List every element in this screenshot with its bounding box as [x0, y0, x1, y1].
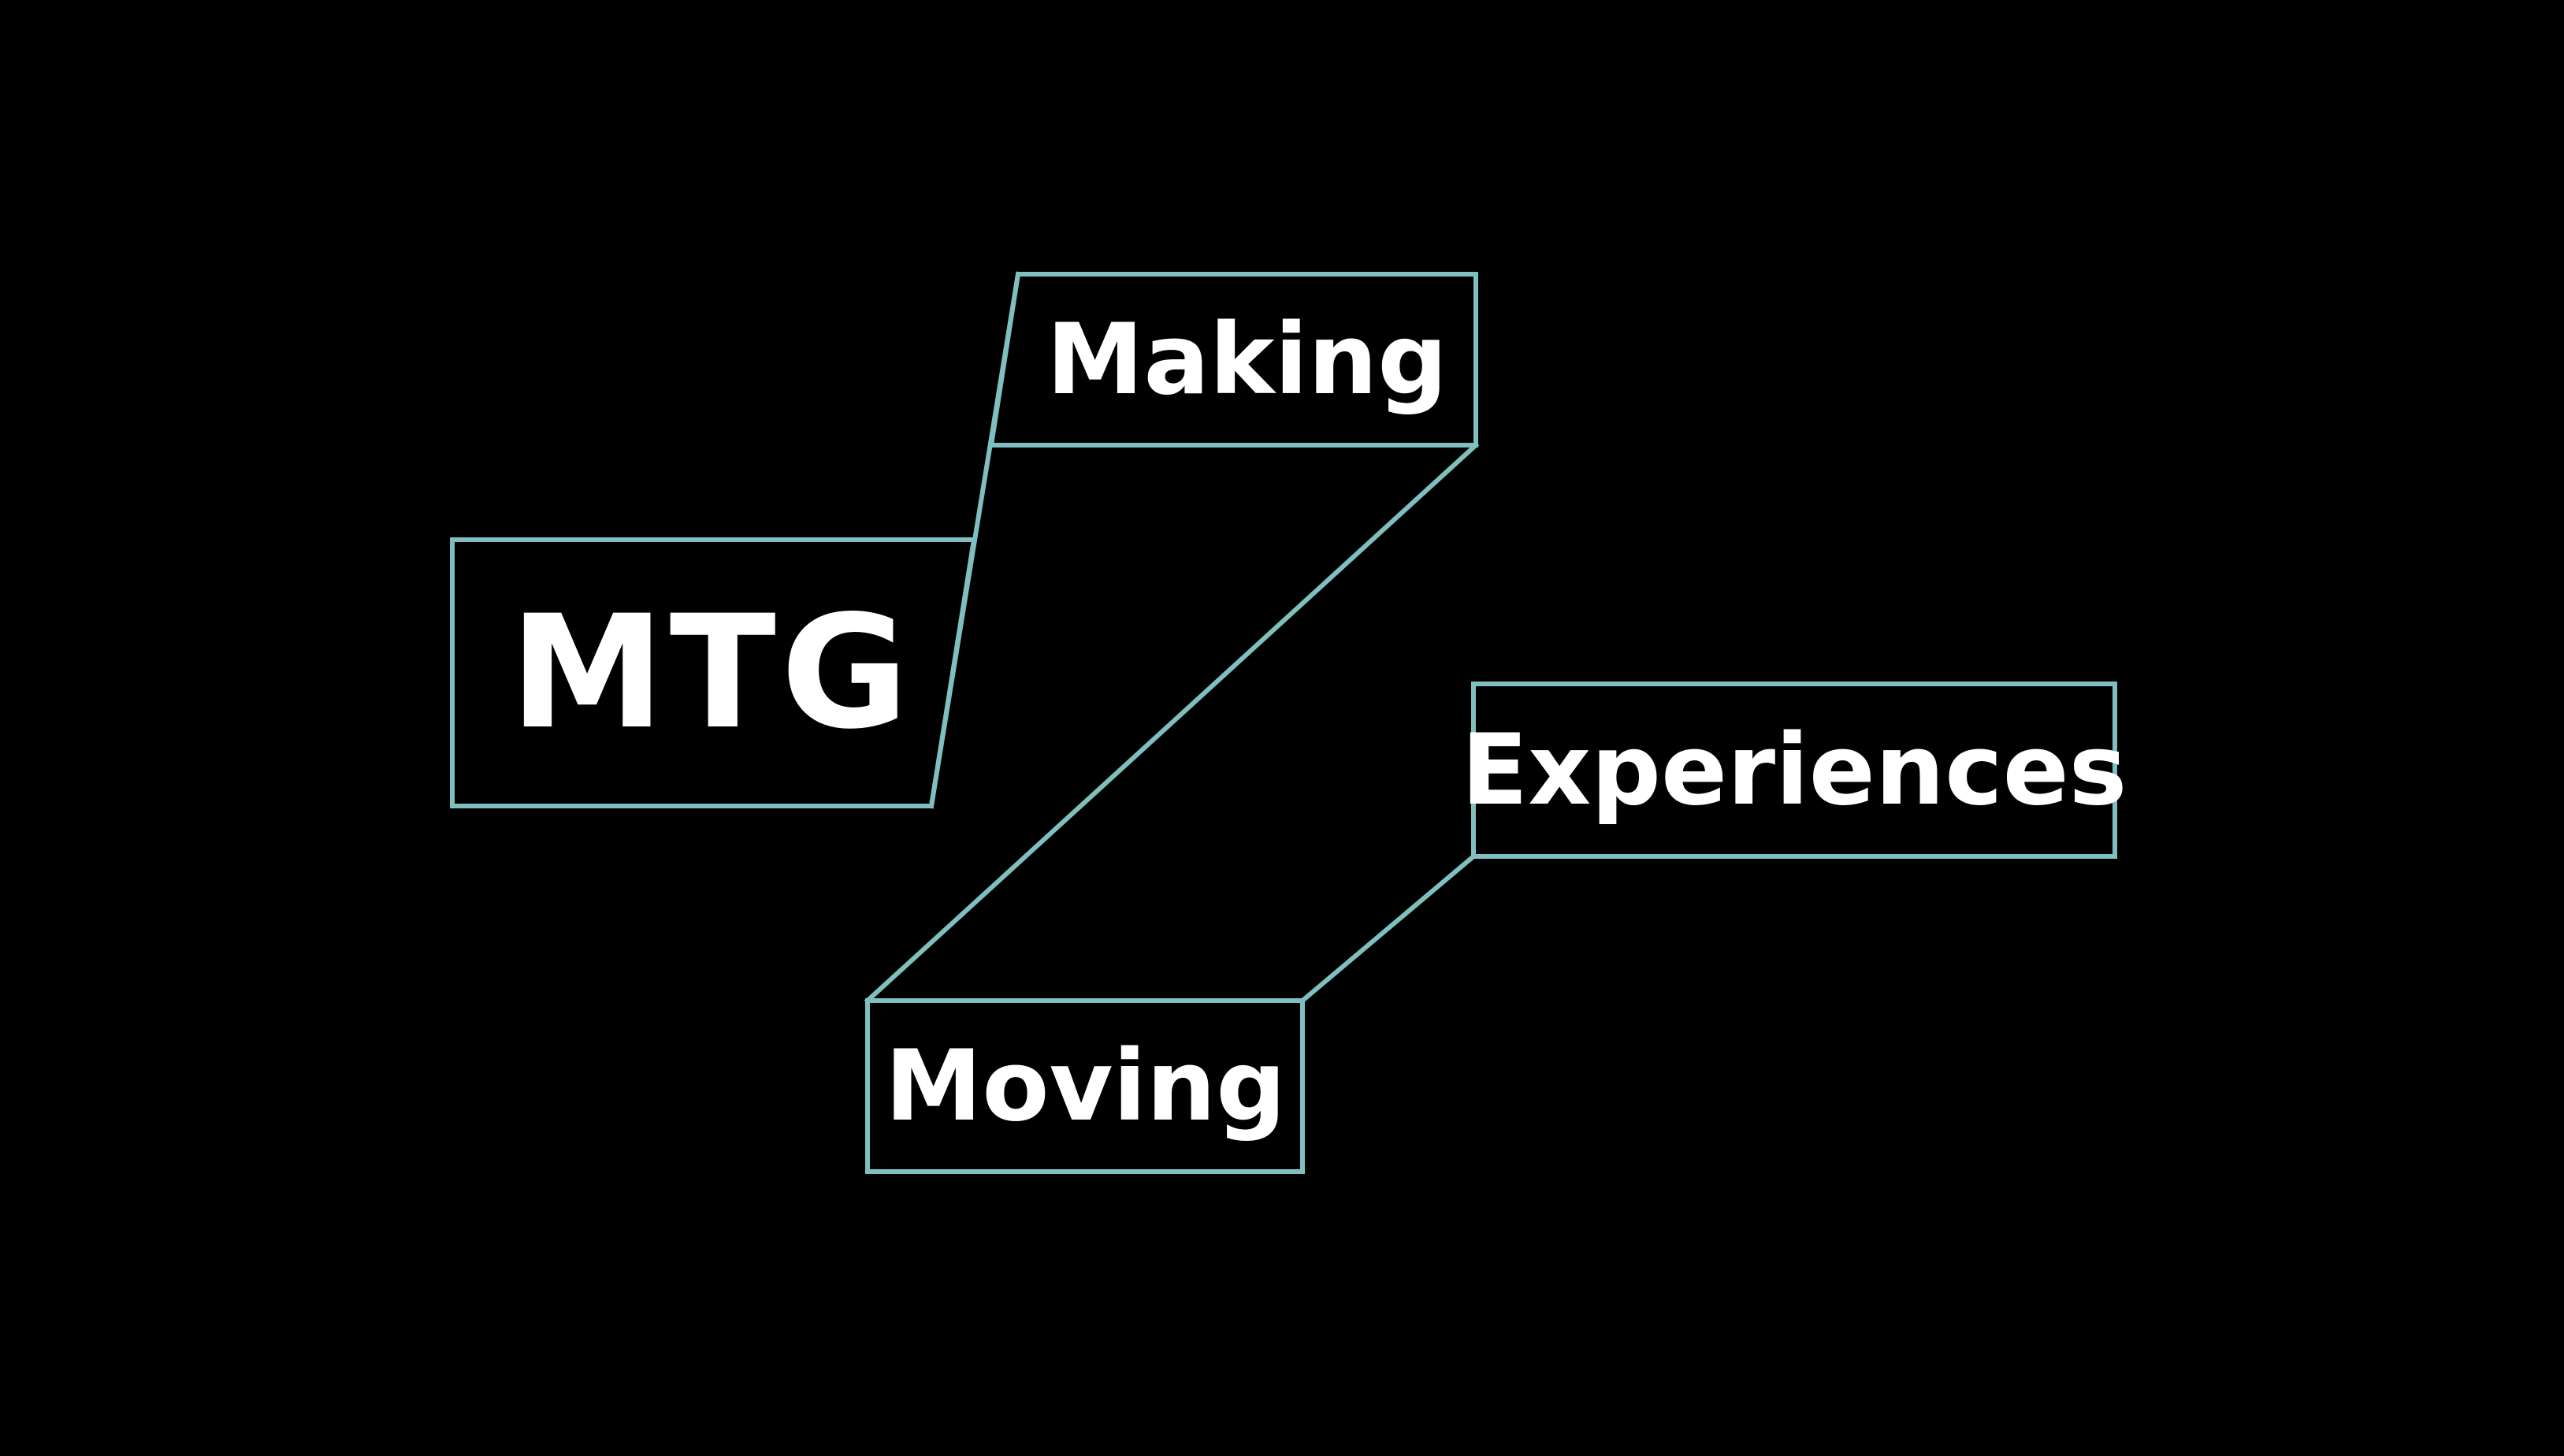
moving-experiences-connector	[1299, 852, 1477, 1005]
experiences-box	[1471, 682, 2117, 859]
mtg-label: MTG	[509, 581, 914, 763]
experiences-label: Experiences	[1461, 713, 2127, 827]
moving-box	[865, 998, 1305, 1174]
making-label: Making	[1046, 303, 1448, 417]
moving-label: Moving	[885, 1030, 1286, 1143]
mtg-making-connector	[928, 271, 1021, 809]
making-moving-connector	[864, 441, 1480, 1005]
